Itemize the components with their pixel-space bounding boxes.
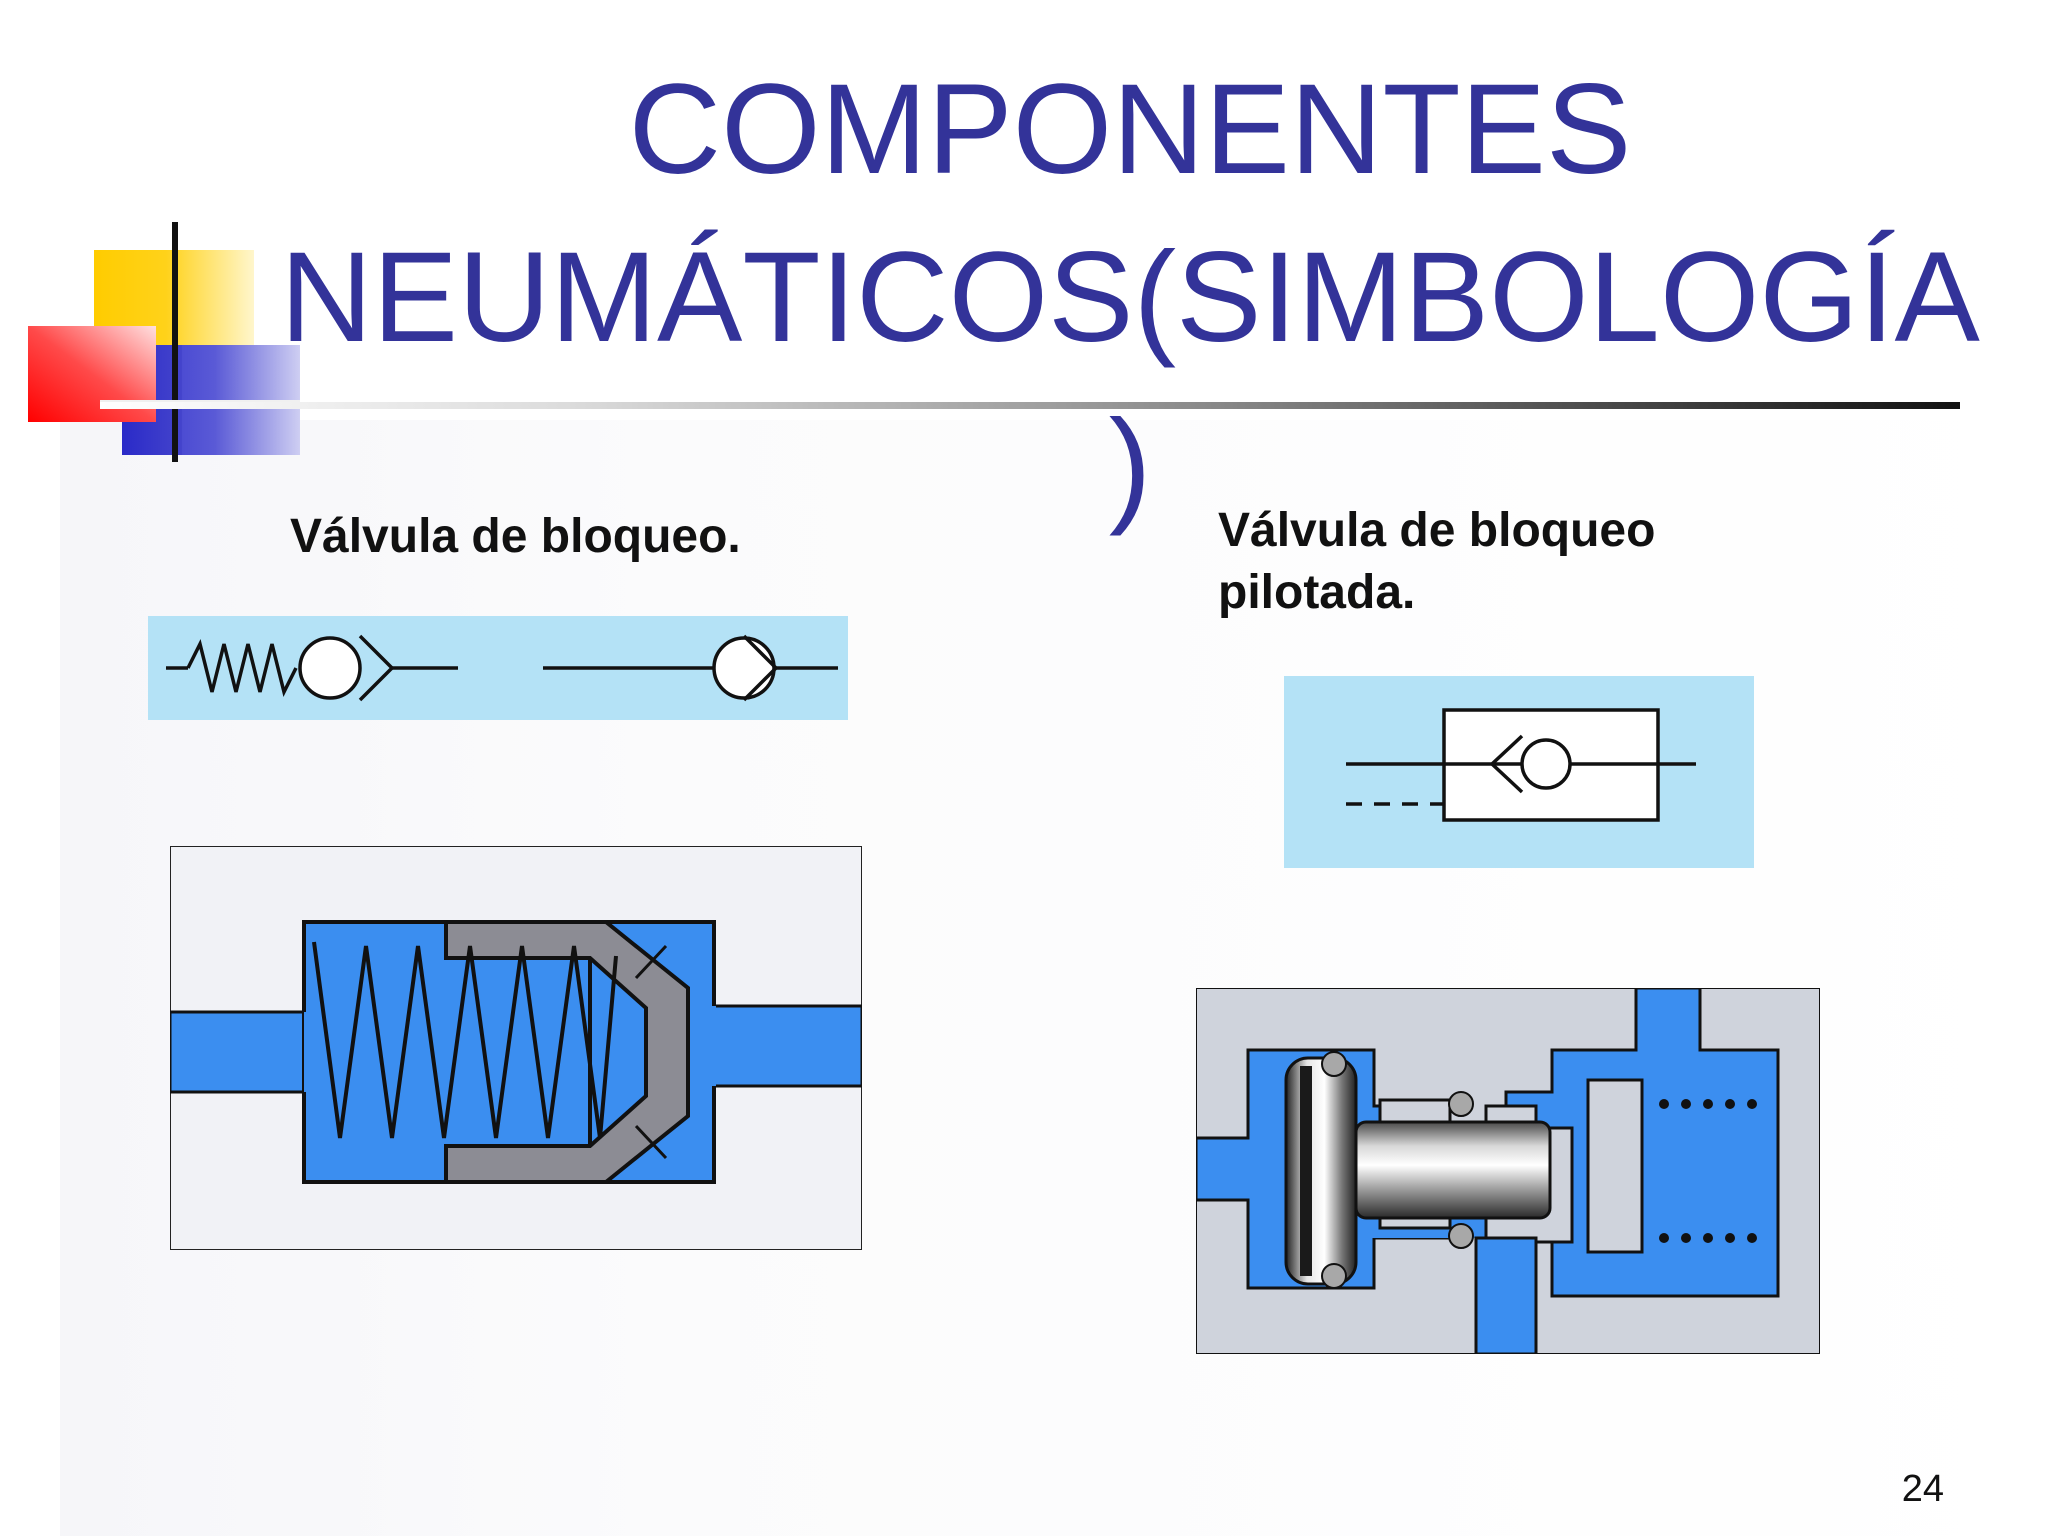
caption-piloted-check-valve: Válvula de bloqueo pilotada.: [1218, 500, 1655, 624]
title-line: COMPONENTES: [628, 57, 1632, 201]
caption-line: pilotada.: [1218, 566, 1416, 619]
title-underline: [100, 402, 1960, 409]
decorative-squares: [28, 222, 300, 462]
slide-title: COMPONENTES NEUMÁTICOS(SIMBOLOGÍA ): [240, 46, 2020, 550]
piloted-check-valve-symbol-panel: [1284, 676, 1754, 868]
title-line: NEUMÁTICOS(SIMBOLOGÍA: [280, 225, 1980, 369]
piloted-check-valve-section-illustration: [1196, 988, 1820, 1354]
caption-check-valve: Válvula de bloqueo.: [290, 510, 741, 563]
caption-line: Válvula de bloqueo: [1218, 504, 1656, 557]
page-number: 24: [1901, 1468, 1944, 1510]
title-line: ): [1108, 393, 1152, 537]
check-valve-symbol-panel: [148, 616, 848, 720]
check-valve-section-illustration: [170, 846, 862, 1250]
